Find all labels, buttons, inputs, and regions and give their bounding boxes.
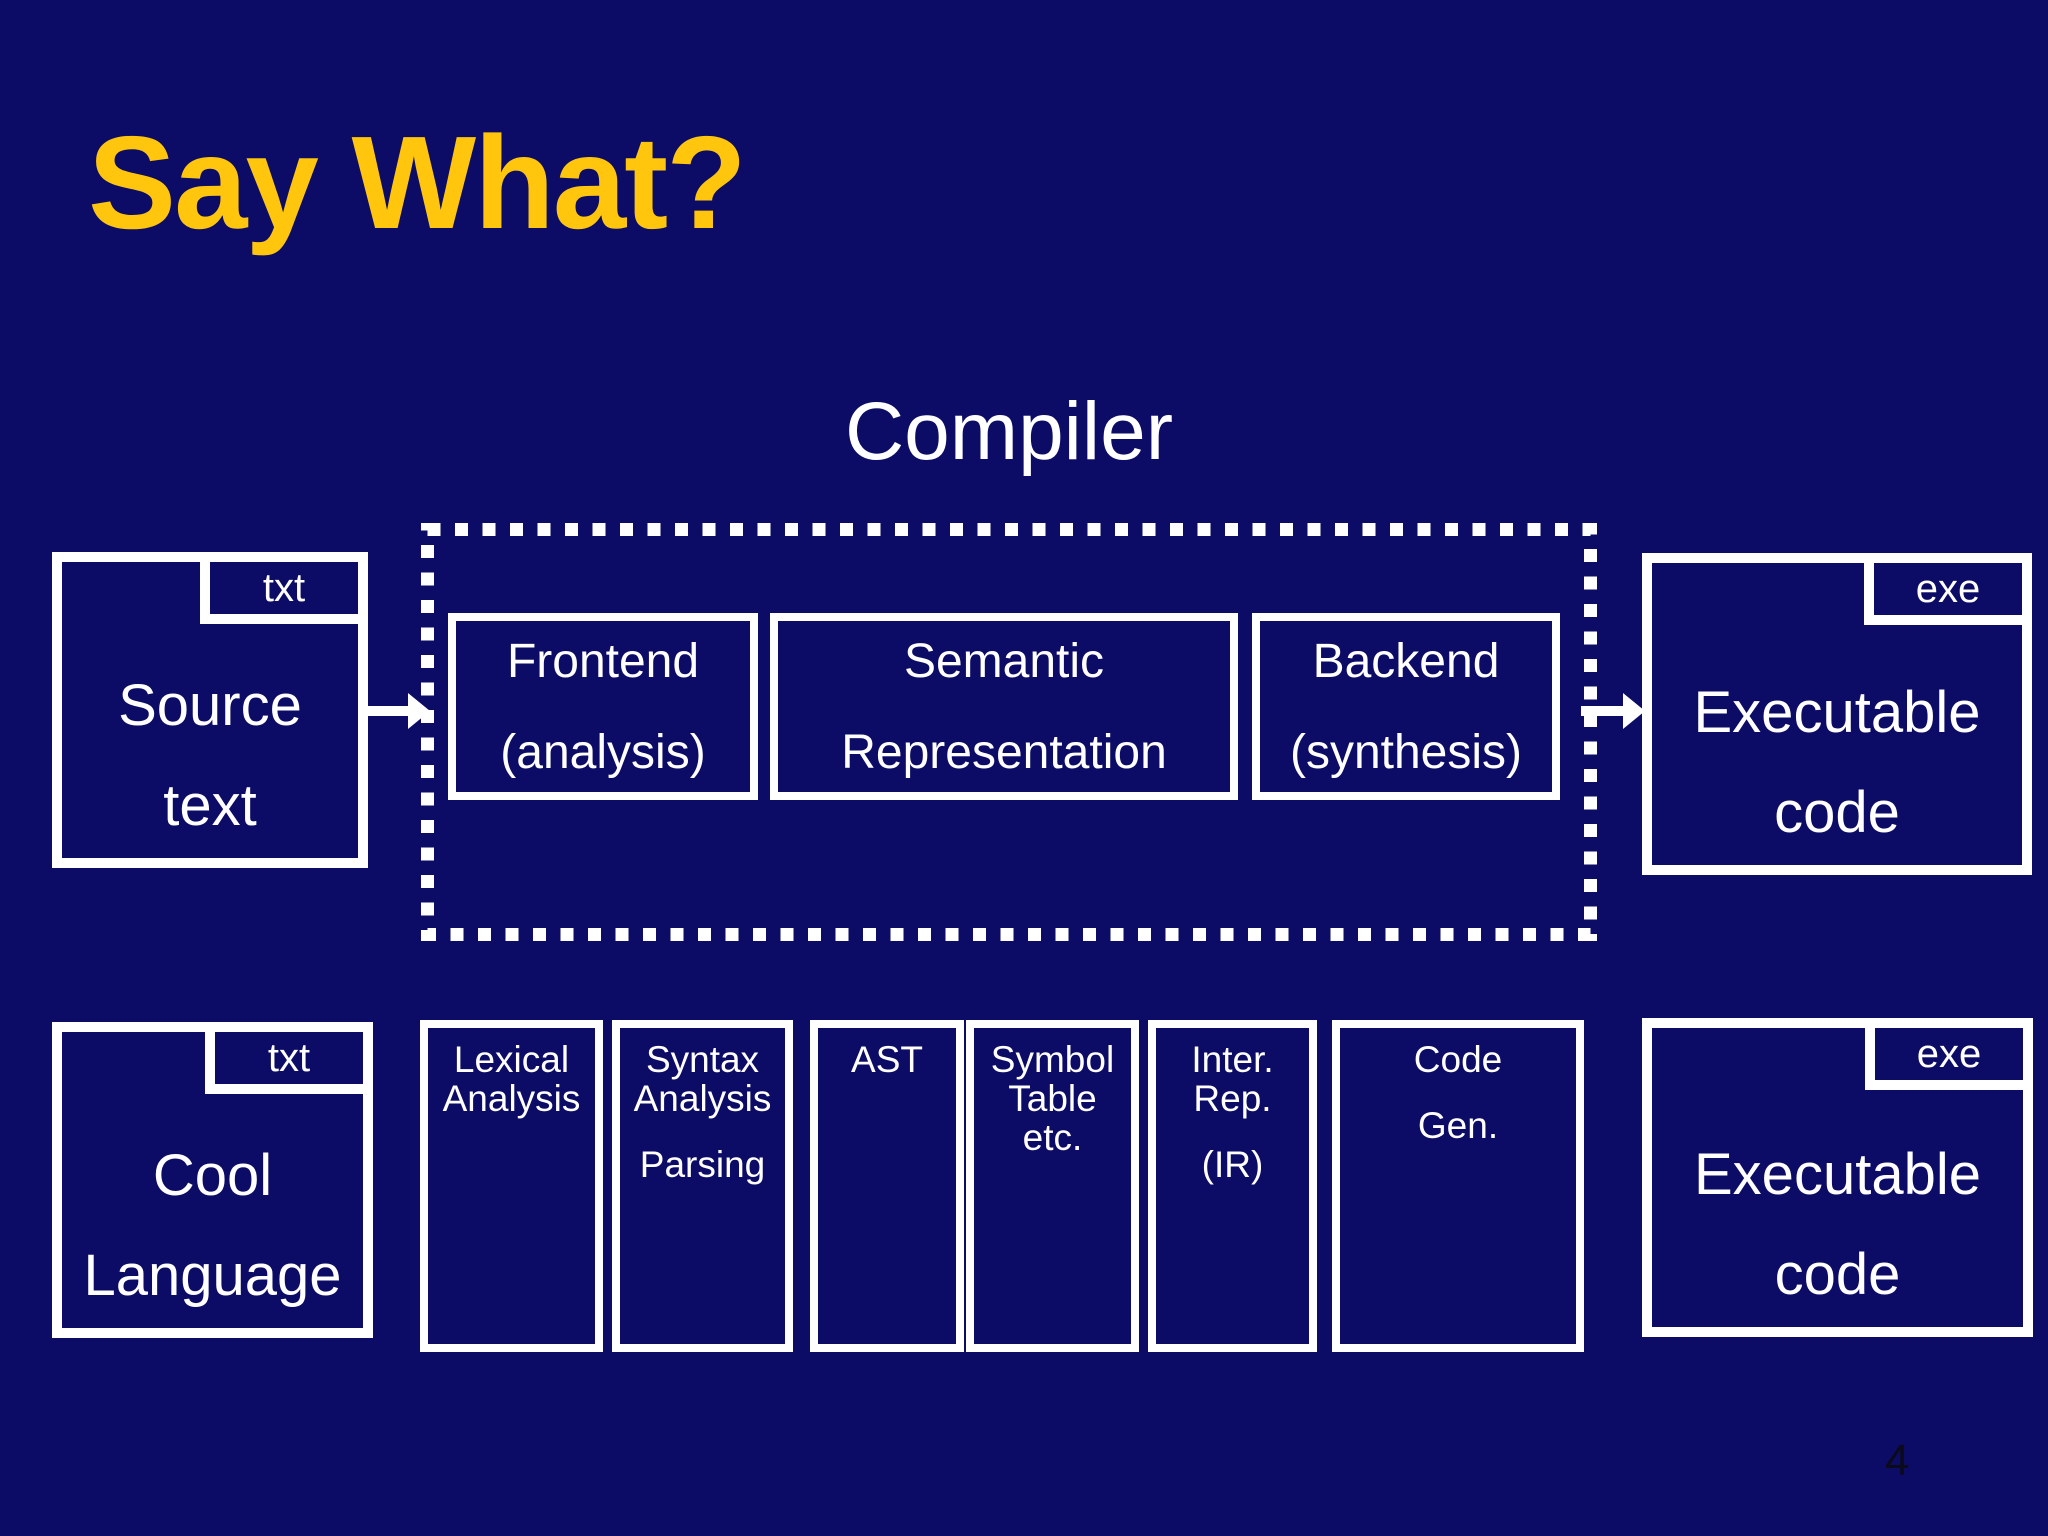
stage-label-line: (synthesis) <box>1289 725 1523 779</box>
pipeline-ast-box: AST <box>810 1020 964 1352</box>
tab-label: txt <box>267 1036 311 1080</box>
pipeline-code-generation-box: Code Gen. <box>1332 1020 1584 1352</box>
page-number: 4 <box>1885 1436 1910 1485</box>
arrow-head <box>1623 693 1645 729</box>
slide-title: Say What? <box>88 109 747 256</box>
file-label-line: Source <box>118 673 302 738</box>
source-text-file-box: txt Source text <box>52 552 368 868</box>
stage-label-line: (analysis) <box>500 725 706 779</box>
cool-language-file-box: txt Cool Language <box>52 1022 373 1338</box>
pipeline-symbol-table-box: Symbol Table etc. <box>966 1020 1139 1352</box>
pipeline-label-line: Analysis <box>633 1078 772 1119</box>
file-type-tab-exe: exe <box>1864 553 2032 625</box>
pipeline-label-line: Code <box>1413 1039 1503 1080</box>
pipeline-label-line: Gen. <box>1417 1105 1499 1146</box>
file-label-line: Executable <box>1694 1142 1981 1207</box>
file-label-line: Executable <box>1693 680 1981 745</box>
arrow-head <box>408 693 430 729</box>
tab-label: exe <box>1915 567 1981 611</box>
stage-label-line: Frontend <box>506 634 700 688</box>
arrow-right-icon <box>1581 693 1645 729</box>
cool-language-label: Cool Language <box>83 1126 341 1328</box>
tab-label: exe <box>1916 1032 1982 1076</box>
pipeline-label-line: etc. <box>1022 1117 1083 1158</box>
stage-backend-box: Backend (synthesis) <box>1252 613 1560 800</box>
stage-frontend-box: Frontend (analysis) <box>448 613 758 800</box>
pipeline-label-line: Syntax <box>645 1039 760 1080</box>
pipeline-label-line: Inter. <box>1191 1039 1274 1080</box>
pipeline-label-line: Analysis <box>442 1078 581 1119</box>
executable-code-file-box-bottom: exe Executable code <box>1642 1018 2033 1337</box>
file-type-tab-exe: exe <box>1865 1018 2033 1090</box>
compiler-heading: Compiler <box>844 386 1174 477</box>
source-file-label: Source text <box>118 656 302 858</box>
stage-label-line: Representation <box>841 725 1167 779</box>
file-type-tab-txt: txt <box>205 1022 373 1094</box>
pipeline-syntax-analysis-box: Syntax Analysis Parsing <box>612 1020 793 1352</box>
executable-code-file-box-top: exe Executable code <box>1642 553 2032 875</box>
pipeline-label-line: Table <box>1008 1078 1097 1119</box>
pipeline-label-line: (IR) <box>1201 1144 1264 1185</box>
file-type-tab-txt: txt <box>200 552 368 624</box>
pipeline-label-line: Symbol <box>990 1039 1115 1080</box>
stage-semantic-representation-box: Semantic Representation <box>770 613 1238 800</box>
file-label-line: code <box>1774 780 1900 845</box>
pipeline-label-line: Lexical <box>453 1039 570 1080</box>
stage-label-line: Semantic <box>903 634 1105 688</box>
arrow-right-icon <box>366 693 430 729</box>
arrow-shaft <box>366 706 410 716</box>
pipeline-label-line: Rep. <box>1193 1078 1272 1119</box>
file-label-line: code <box>1774 1242 1901 1307</box>
pipeline-label-line: Parsing <box>639 1144 766 1185</box>
compiler-dotted-border <box>421 523 1597 941</box>
pipeline-label-line: AST <box>851 1039 923 1080</box>
file-label-line: text <box>163 773 257 838</box>
pipeline-intermediate-representation-box: Inter. Rep. (IR) <box>1148 1020 1317 1352</box>
arrow-shaft <box>1581 706 1625 716</box>
file-label-line: Cool <box>152 1143 273 1208</box>
tab-label: txt <box>262 566 306 610</box>
executable-file-label: Executable code <box>1694 663 1981 865</box>
stage-label-line: Backend <box>1312 634 1500 688</box>
pipeline-lexical-analysis-box: Lexical Analysis <box>420 1020 603 1352</box>
executable-file-label: Executable code <box>1694 1125 1981 1327</box>
file-label-line: Language <box>83 1243 342 1308</box>
